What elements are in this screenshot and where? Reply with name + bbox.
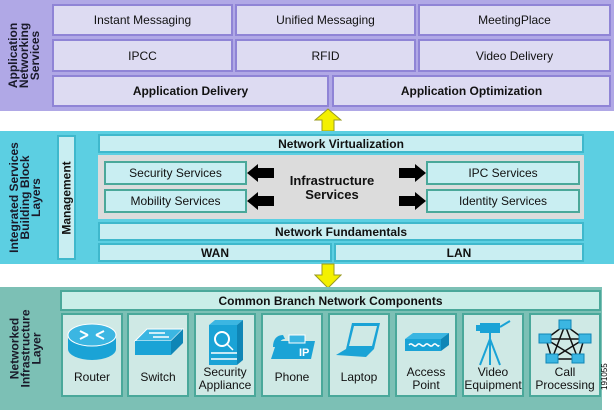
integrated-layer-label: Integrated Services Building Block Layer… bbox=[0, 131, 50, 264]
mobility-services: Mobility Services bbox=[104, 189, 247, 213]
common-branch-components: Common Branch Network Components bbox=[60, 290, 601, 311]
security-services: Security Services bbox=[104, 161, 247, 185]
network-fundamentals: Network Fundamentals bbox=[98, 222, 584, 241]
component-phone: IP Phone bbox=[261, 313, 323, 397]
arrow-right-icon bbox=[399, 164, 426, 182]
component-video-equipment: Video Equipment bbox=[462, 313, 524, 397]
wan-box: WAN bbox=[98, 243, 332, 262]
service-rfid: RFID bbox=[235, 39, 416, 72]
service-ipcc: IPCC bbox=[52, 39, 233, 72]
lan-box: LAN bbox=[334, 243, 584, 262]
component-security-appliance: Security Appliance bbox=[194, 313, 256, 397]
ipc-services: IPC Services bbox=[426, 161, 580, 185]
component-label: Video Equipment bbox=[464, 365, 522, 392]
network-virtualization: Network Virtualization bbox=[98, 134, 584, 153]
management-label: Management bbox=[59, 160, 74, 235]
component-label: Call Processing bbox=[535, 365, 595, 392]
component-access-point: Access Point bbox=[395, 313, 457, 397]
component-label: Access Point bbox=[406, 365, 446, 392]
figure-id: 191055 bbox=[600, 363, 612, 390]
integrated-layer-label-text: Integrated Services Building Block Layer… bbox=[6, 142, 43, 253]
component-label: Laptop bbox=[340, 370, 378, 384]
laptop-icon bbox=[336, 323, 380, 357]
access-point-icon bbox=[405, 333, 449, 351]
service-unified-messaging: Unified Messaging bbox=[235, 4, 416, 36]
ip-phone-icon: IP bbox=[271, 334, 315, 359]
security-appliance-icon bbox=[209, 320, 243, 365]
down-arrow-icon bbox=[314, 263, 342, 289]
component-call-processing: Call Processing bbox=[529, 313, 601, 397]
up-arrow-icon bbox=[314, 108, 342, 132]
component-switch: Switch bbox=[127, 313, 189, 397]
service-video-delivery: Video Delivery bbox=[418, 39, 611, 72]
identity-services: Identity Services bbox=[426, 189, 580, 213]
component-label: Router bbox=[73, 370, 111, 384]
infrastructure-services-title: Infrastructure Services bbox=[270, 172, 394, 204]
svg-text:IP: IP bbox=[299, 347, 309, 359]
figure-id-text: 191055 bbox=[600, 363, 609, 390]
component-label: Phone bbox=[274, 370, 310, 384]
infrastructure-layer-label-text: Networked Infrastructure Layer bbox=[7, 309, 44, 388]
application-delivery: Application Delivery bbox=[52, 75, 329, 107]
component-laptop: Laptop bbox=[328, 313, 390, 397]
router-icon bbox=[67, 323, 117, 360]
video-camera-icon bbox=[476, 320, 511, 366]
component-label: Security Appliance bbox=[198, 365, 252, 392]
infrastructure-layer-label: Networked Infrastructure Layer bbox=[0, 287, 52, 410]
service-instant-messaging: Instant Messaging bbox=[52, 4, 233, 36]
arrow-left-icon bbox=[247, 164, 274, 182]
infrastructure-services-text: Infrastructure Services bbox=[289, 173, 375, 202]
switch-icon bbox=[133, 328, 185, 355]
application-layer-label-text: Application Networking Services bbox=[6, 22, 43, 89]
application-optimization: Application Optimization bbox=[332, 75, 611, 107]
call-processing-icon bbox=[538, 319, 592, 364]
arrow-left-icon bbox=[247, 192, 274, 210]
component-label: Switch bbox=[140, 370, 176, 384]
application-layer-label: Application Networking Services bbox=[0, 0, 50, 111]
management-box: Management bbox=[57, 135, 76, 260]
component-router: Router bbox=[61, 313, 123, 397]
arrow-right-icon bbox=[399, 192, 426, 210]
service-meetingplace: MeetingPlace bbox=[418, 4, 611, 36]
